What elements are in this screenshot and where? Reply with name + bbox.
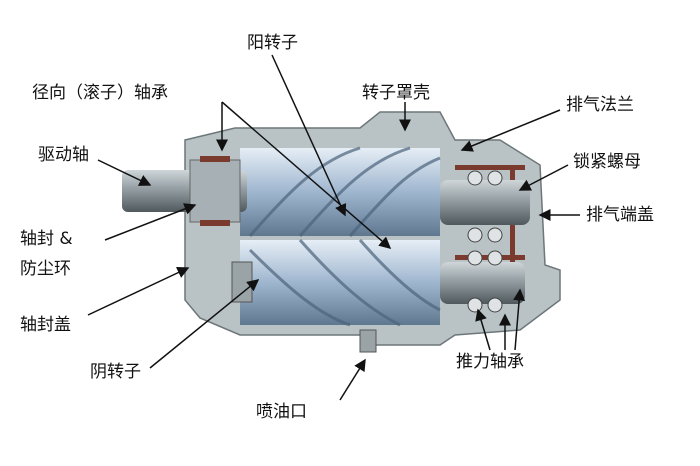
label-drive-shaft: 驱动轴 [38,145,89,165]
label-discharge-flange: 排气法兰 [566,95,634,115]
oil-injection-port [359,329,377,353]
leader-lines [87,54,580,401]
label-male-rotor: 阳转子 [247,33,298,53]
label-thrust-bearing: 推力轴承 [456,352,524,372]
label-shaft-seal-cover: 轴封盖 [20,315,71,335]
male-rotor-end-shaft [440,180,530,225]
label-shaft-seal: 轴封 & [20,229,73,249]
label-female-rotor: 阴转子 [90,362,141,382]
label-dust-ring: 防尘环 [20,259,71,279]
thrust-bearing-balls [467,170,503,313]
female-rotor-end-shaft [440,262,525,304]
label-lock-nut: 锁紧螺母 [573,152,641,172]
label-radial-bearing: 径向（滚子）轴承 [32,83,168,103]
label-oil-injection-port: 喷油口 [256,402,307,422]
rotor-lobes [248,146,441,327]
label-discharge-end-cover: 排气端盖 [586,205,654,225]
label-rotor-housing: 转子罩壳 [362,83,430,103]
